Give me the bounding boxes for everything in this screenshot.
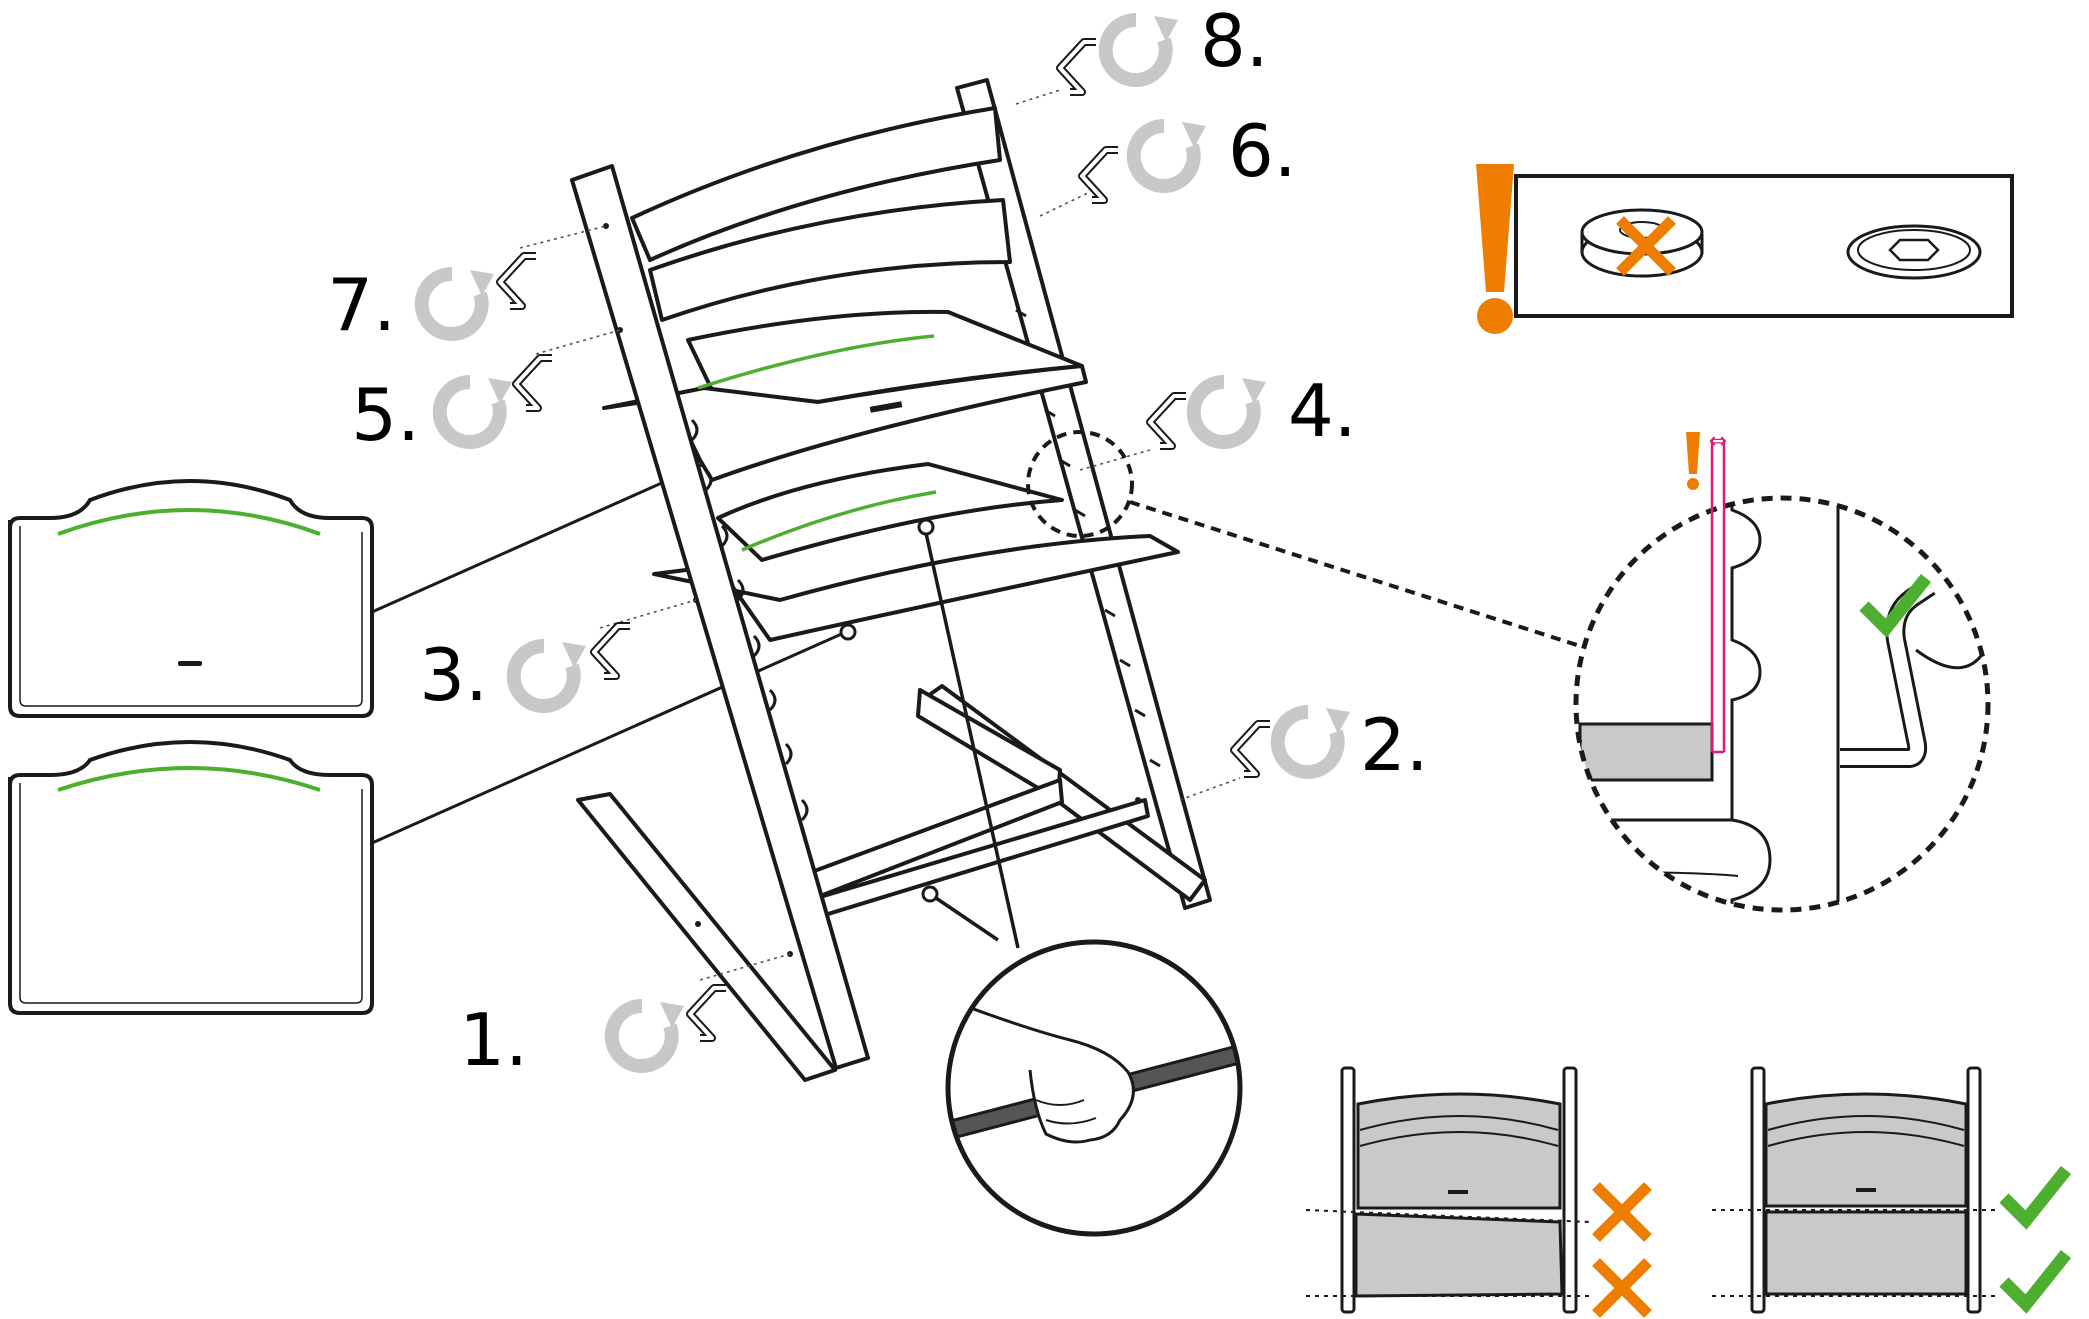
hex-key-icon <box>594 626 630 676</box>
tighten-rotate-icon <box>1194 378 1266 442</box>
seat-green-line-upper <box>697 334 935 390</box>
step-2: 2. <box>1234 703 1429 787</box>
seat-green-line-lower <box>741 490 937 552</box>
step-5-label: 5. <box>351 373 420 457</box>
tighten-rotate-icon <box>1278 708 1350 772</box>
step-7: 7. <box>327 256 536 347</box>
hex-key-icon <box>516 358 552 408</box>
bolt-holes <box>603 223 1141 957</box>
tighten-rotate-icon <box>514 642 586 706</box>
step-1-label: 1. <box>459 998 528 1082</box>
check-icon <box>2004 1170 2066 1220</box>
comparison-correct <box>1712 1066 2066 1314</box>
step-4-label: 4. <box>1288 369 1357 453</box>
cross-icon <box>1596 1262 1648 1314</box>
step-2-label: 2. <box>1360 703 1429 787</box>
check-icon <box>2004 1254 2066 1304</box>
hex-key-icon <box>1234 724 1270 774</box>
cross-icon <box>1596 1186 1648 1238</box>
seat-plate-bottom <box>8 740 374 1015</box>
seat-slot <box>869 401 903 413</box>
hex-key-icon <box>1082 150 1118 200</box>
comparison-incorrect <box>1305 1066 1648 1314</box>
hand-detail <box>917 518 1243 1237</box>
hex-key-icon <box>690 988 726 1038</box>
bolt-warning-panel <box>1476 164 2014 334</box>
tighten-rotate-icon <box>440 378 512 442</box>
zoom-indicator <box>1026 430 1581 648</box>
hex-key-icon <box>1150 396 1186 446</box>
high-chair-illustration <box>570 78 1212 1082</box>
step-3: 3. <box>419 626 630 717</box>
step-1: 1. <box>459 988 726 1082</box>
exclamation-icon <box>1476 164 1514 334</box>
step-4: 4. <box>1150 369 1357 453</box>
double-arrow-icon: ⇔ <box>1709 429 1727 454</box>
step-3-label: 3. <box>419 633 488 717</box>
tighten-rotate-icon <box>1134 122 1206 186</box>
step-6: 6. <box>1082 109 1297 200</box>
connector-dot-lower <box>839 623 857 641</box>
step-8-label: 8. <box>1200 0 1269 83</box>
hex-key-icon <box>1060 42 1096 92</box>
tighten-rotate-icon <box>612 1002 684 1066</box>
correct-bolt-head <box>1846 224 1982 280</box>
tighten-rotate-icon <box>1106 16 1178 80</box>
seat-plate-top <box>8 479 374 718</box>
step-6-label: 6. <box>1228 109 1297 193</box>
step-8: 8. <box>1060 0 1269 92</box>
step-7-label: 7. <box>327 263 396 347</box>
hex-key-icon <box>500 256 536 306</box>
detail-circle: ⇔ <box>1573 429 1991 913</box>
step-5: 5. <box>351 358 552 457</box>
exclamation-icon <box>1686 432 1700 490</box>
tighten-rotate-icon <box>422 270 494 334</box>
